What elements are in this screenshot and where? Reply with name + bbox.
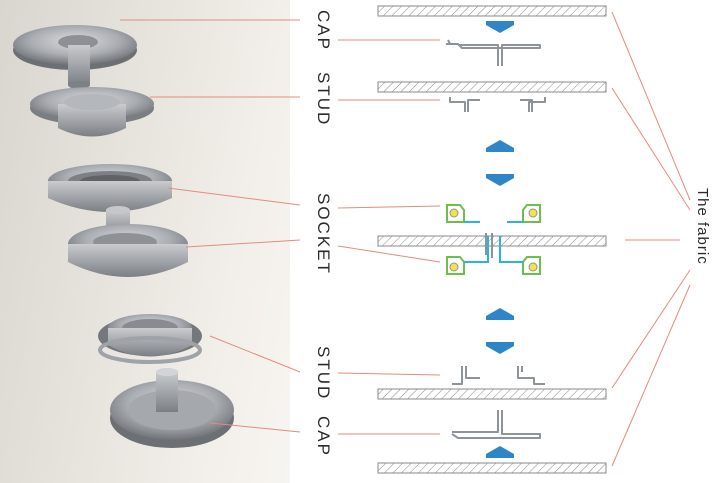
push-arrow-down-icon [486,21,514,33]
label-cap-bottom: CAP [314,416,333,457]
cap-bottom-section [451,410,541,439]
stud-top-section [449,97,546,112]
push-arrow-up-icon [486,446,514,458]
photo-socket-top [48,164,172,212]
photo-stud-bottom [98,314,202,364]
photo-stud-top [30,87,154,137]
push-arrow-up-icon [486,140,514,152]
label-socket: SOCKET [314,193,333,275]
label-stud-bottom: STUD [314,346,333,401]
label-fabric: The fabric [694,188,711,265]
label-cap-top: CAP [314,10,333,51]
label-stud-top: STUD [314,72,333,127]
photo-cap-top [13,25,137,89]
photo-socket-bottom [68,206,188,277]
leader-lines [120,11,691,467]
socket-section [446,204,541,275]
push-arrow-down-icon [486,342,514,354]
cap-top-section [446,39,541,66]
push-arrow-up-icon [486,308,514,320]
push-arrow-down-icon [486,174,514,186]
photo-cap-bottom [110,368,234,448]
stud-bottom-section [452,366,545,385]
